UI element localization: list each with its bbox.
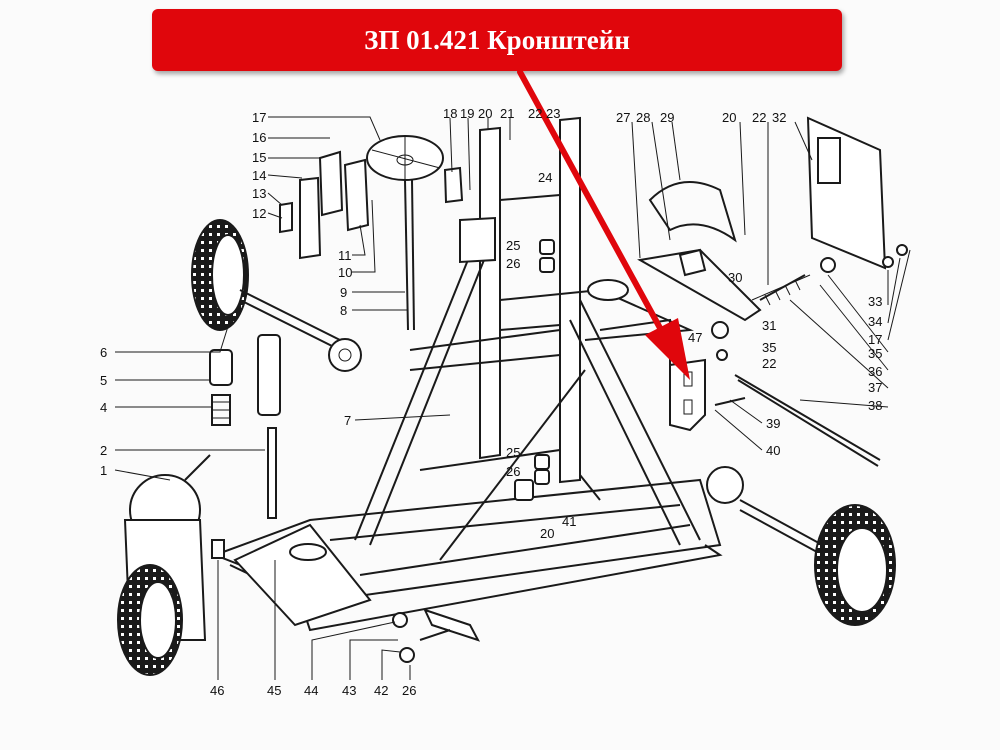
callout: 42 [374,683,388,698]
callout: 26 [506,464,520,479]
callout: 39 [766,416,780,431]
callout: 25 [506,238,520,253]
callout: 22 [762,356,776,371]
callout: 32 [772,110,786,125]
callout: 31 [762,318,776,333]
callout: 20 [540,526,554,541]
banner-title: ЗП 01.421 Кронштейн [364,24,630,55]
callout: 17 [868,332,882,347]
callout: 20 [722,110,736,125]
callout: 11 [338,248,352,263]
callout: 23 [546,106,560,121]
callout: 12 [252,206,266,221]
callout: 28 [636,110,650,125]
steering-wheel [366,135,444,331]
callout: 35 [762,340,776,355]
callout: 29 [660,110,674,125]
right-rear-wheel [706,466,896,626]
callout: 22 [528,106,542,121]
callout: 38 [868,398,882,413]
callout: 47 [688,330,702,345]
callout: 2 [100,443,107,458]
callout-labels: 17 16 15 14 13 12 11 10 9 8 6 5 4 7 2 1 … [100,106,882,698]
callout: 33 [868,294,882,309]
callout: 30 [728,270,742,285]
callout: 25 [506,445,520,460]
small-parts-right [637,116,908,467]
callout: 4 [100,400,107,415]
leader-lines [114,116,911,680]
callout: 35 [868,346,882,361]
callout: 27 [616,110,630,125]
pointer-arrow [517,69,690,380]
callout: 36 [868,364,882,379]
callout: 17 [252,110,266,125]
title-banner: ЗП 01.421 Кронштейн [152,9,842,71]
left-rear-wheel [191,219,362,372]
callout: 7 [344,413,351,428]
callout: 6 [100,345,107,360]
callout: 13 [252,186,266,201]
callout: 21 [500,106,514,121]
callout: 44 [304,683,318,698]
main-frame [212,116,723,632]
callout: 9 [340,285,347,300]
callout: 22 [752,110,766,125]
callout: 1 [100,463,107,478]
callout: 18 [443,106,457,121]
caster-wheel [117,454,211,676]
callout: 15 [252,150,266,165]
callout: 19 [460,106,474,121]
callout: 46 [210,683,224,698]
callout: 20 [478,106,492,121]
callout: 5 [100,373,107,388]
small-parts-left [209,150,496,519]
callout: 10 [338,265,352,280]
callout: 26 [506,256,520,271]
callout: 24 [538,170,552,185]
callout: 43 [342,683,356,698]
callout: 26 [402,683,416,698]
callout: 45 [267,683,281,698]
callout: 14 [252,168,266,183]
callout: 8 [340,303,347,318]
callout: 41 [562,514,576,529]
callout: 34 [868,314,882,329]
callout: 40 [766,443,780,458]
callout: 37 [868,380,882,395]
bracket-part [669,358,706,432]
callout: 16 [252,130,266,145]
small-parts-bottom [211,239,555,663]
